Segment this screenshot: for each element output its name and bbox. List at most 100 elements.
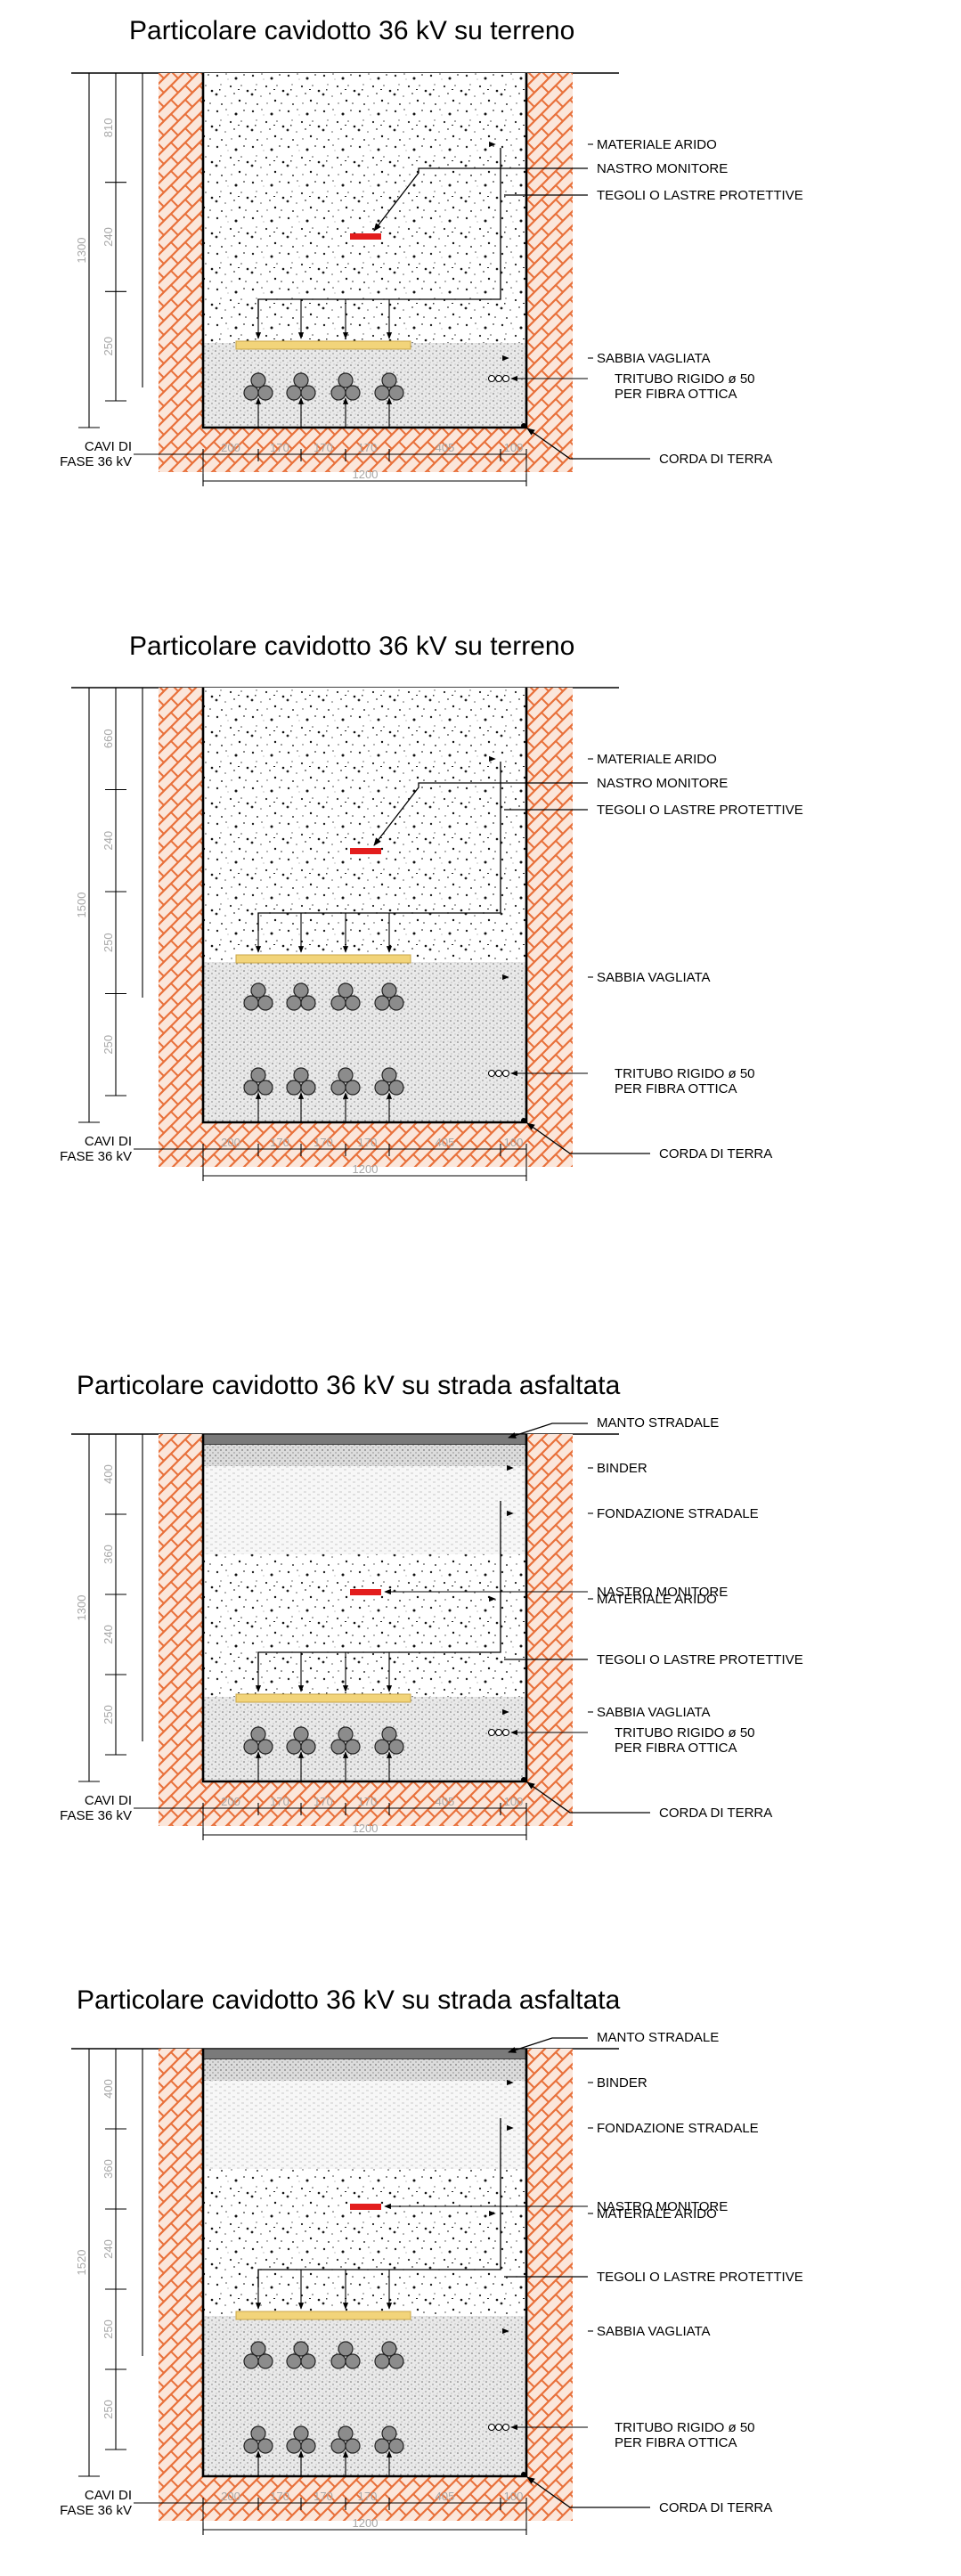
label-binder-text: BINDER: [597, 2075, 647, 2091]
protective-tiles: [235, 1693, 411, 1703]
nastro-leader: [373, 167, 588, 232]
label-corda: CORDA DI TERRA: [526, 428, 772, 467]
cable-core: [345, 2438, 361, 2454]
cable-core: [257, 995, 273, 1011]
corda-leader: [526, 1122, 650, 1154]
cable-core: [388, 2353, 404, 2369]
dim-h-text: 170: [314, 441, 333, 454]
duct-tube: [501, 1728, 510, 1737]
duct-tube: [494, 1728, 503, 1737]
cable-core: [293, 982, 309, 999]
label-manto-text: MANTO STRADALE: [597, 2030, 719, 2045]
label-cavi-text-2: FASE 36 kV: [60, 1808, 132, 1823]
duct-tube: [487, 374, 496, 383]
trench-outline-heavy: [201, 688, 528, 1124]
label-materiale-arido: MATERIALE ARIDO: [588, 1592, 717, 1607]
cable-core: [345, 995, 361, 1011]
cable-core: [300, 2438, 316, 2454]
dim-h-text: 170: [358, 441, 378, 454]
tritubo-fibre-duct: [487, 374, 510, 383]
monitor-tape: [350, 2204, 381, 2210]
dim-h-text: 170: [314, 1795, 333, 1808]
dim-h-text: 405: [436, 1795, 455, 1808]
dim-h-text: 170: [314, 1136, 333, 1149]
label-tritubo-text-2: PER FIBRA OTTICA: [615, 1740, 737, 1756]
protective-tiles: [235, 2311, 411, 2320]
dim-h-text: 200: [221, 441, 240, 454]
label-nastro-monitore-text: NASTRO MONITORE: [597, 161, 728, 176]
label-sabbia-text: SABBIA VAGLIATA: [597, 2324, 711, 2339]
duct-tube: [501, 2423, 510, 2432]
cable-core: [345, 2353, 361, 2369]
cable-triplet: [243, 982, 273, 1011]
cable-core: [257, 2353, 273, 2369]
cable-core: [243, 1080, 259, 1096]
label-cavi-text-1: CAVI DI: [85, 439, 132, 454]
cable-triplet: [243, 2341, 273, 2369]
dim-h-text: 170: [358, 1136, 378, 1149]
cable-core: [250, 1067, 266, 1083]
dim-h-text: 170: [270, 1136, 289, 1149]
dim-h-text: 100: [504, 441, 524, 454]
cable-core: [330, 2438, 346, 2454]
dim-total-text: 1300: [75, 1595, 88, 1621]
cable-core: [243, 2438, 259, 2454]
cable-core: [388, 995, 404, 1011]
cable-core: [286, 995, 302, 1011]
cable-core: [286, 1080, 302, 1096]
cable-core: [381, 2341, 397, 2357]
trench-outline-heavy: [201, 1434, 528, 1783]
label-fondazione: FONDAZIONE STRADALE: [588, 2121, 759, 2136]
label-sabbia: SABBIA VAGLIATA: [588, 1705, 711, 1720]
monitor-tape: [350, 1589, 381, 1595]
label-nastro-monitore-text: NASTRO MONITORE: [597, 1585, 728, 1600]
cable-triplet: [243, 372, 273, 401]
label-corda-text: CORDA DI TERRA: [659, 1146, 772, 1162]
cable-triplet: [330, 1067, 361, 1096]
nastro-leader: [373, 782, 588, 846]
cable-core: [293, 1067, 309, 1083]
binder-layer: [203, 2059, 526, 2081]
dim-total-h-text: 1200: [353, 468, 379, 481]
cable-core: [330, 1080, 346, 1096]
monitor-tape: [350, 233, 381, 240]
label-cavi-text-2: FASE 36 kV: [60, 454, 132, 469]
label-tegoli-text: TEGOLI O LASTRE PROTETTIVE: [597, 2270, 803, 2285]
cable-core: [381, 372, 397, 388]
cable-triplet: [286, 1067, 316, 1096]
dim-h-text: 170: [270, 441, 289, 454]
manto-leader: [508, 2037, 588, 2053]
cable-core: [388, 1080, 404, 1096]
label-materiale-arido: MATERIALE ARIDO: [588, 752, 717, 767]
dim-h-text: 405: [436, 2490, 455, 2503]
section-3: Particolare cavidotto 36 kV su strada as…: [60, 1371, 803, 1840]
cable-core: [388, 2438, 404, 2454]
cable-core: [374, 385, 390, 401]
dim-sub-text: 250: [102, 1035, 115, 1055]
label-materiale-arido-text: MATERIALE ARIDO: [597, 2206, 717, 2221]
road-foundation-layer: [203, 2081, 526, 2169]
cable-triplet: [374, 372, 404, 401]
label-tegoli: TEGOLI O LASTRE PROTETTIVE: [504, 1652, 803, 1667]
label-tegoli: TEGOLI O LASTRE PROTETTIVE: [504, 2270, 803, 2285]
cable-core: [286, 385, 302, 401]
label-nastro-monitore-text: NASTRO MONITORE: [597, 776, 728, 791]
cable-core: [250, 372, 266, 388]
dim-h-text: 200: [221, 1136, 240, 1149]
label-tritubo-text-1: TRITUBO RIGIDO ø 50: [615, 1725, 755, 1740]
cable-core: [300, 1739, 316, 1755]
cable-core: [381, 2425, 397, 2441]
cable-core: [330, 995, 346, 1011]
cable-triplet: [243, 1726, 273, 1755]
cable-core: [388, 385, 404, 401]
cable-core: [286, 2353, 302, 2369]
